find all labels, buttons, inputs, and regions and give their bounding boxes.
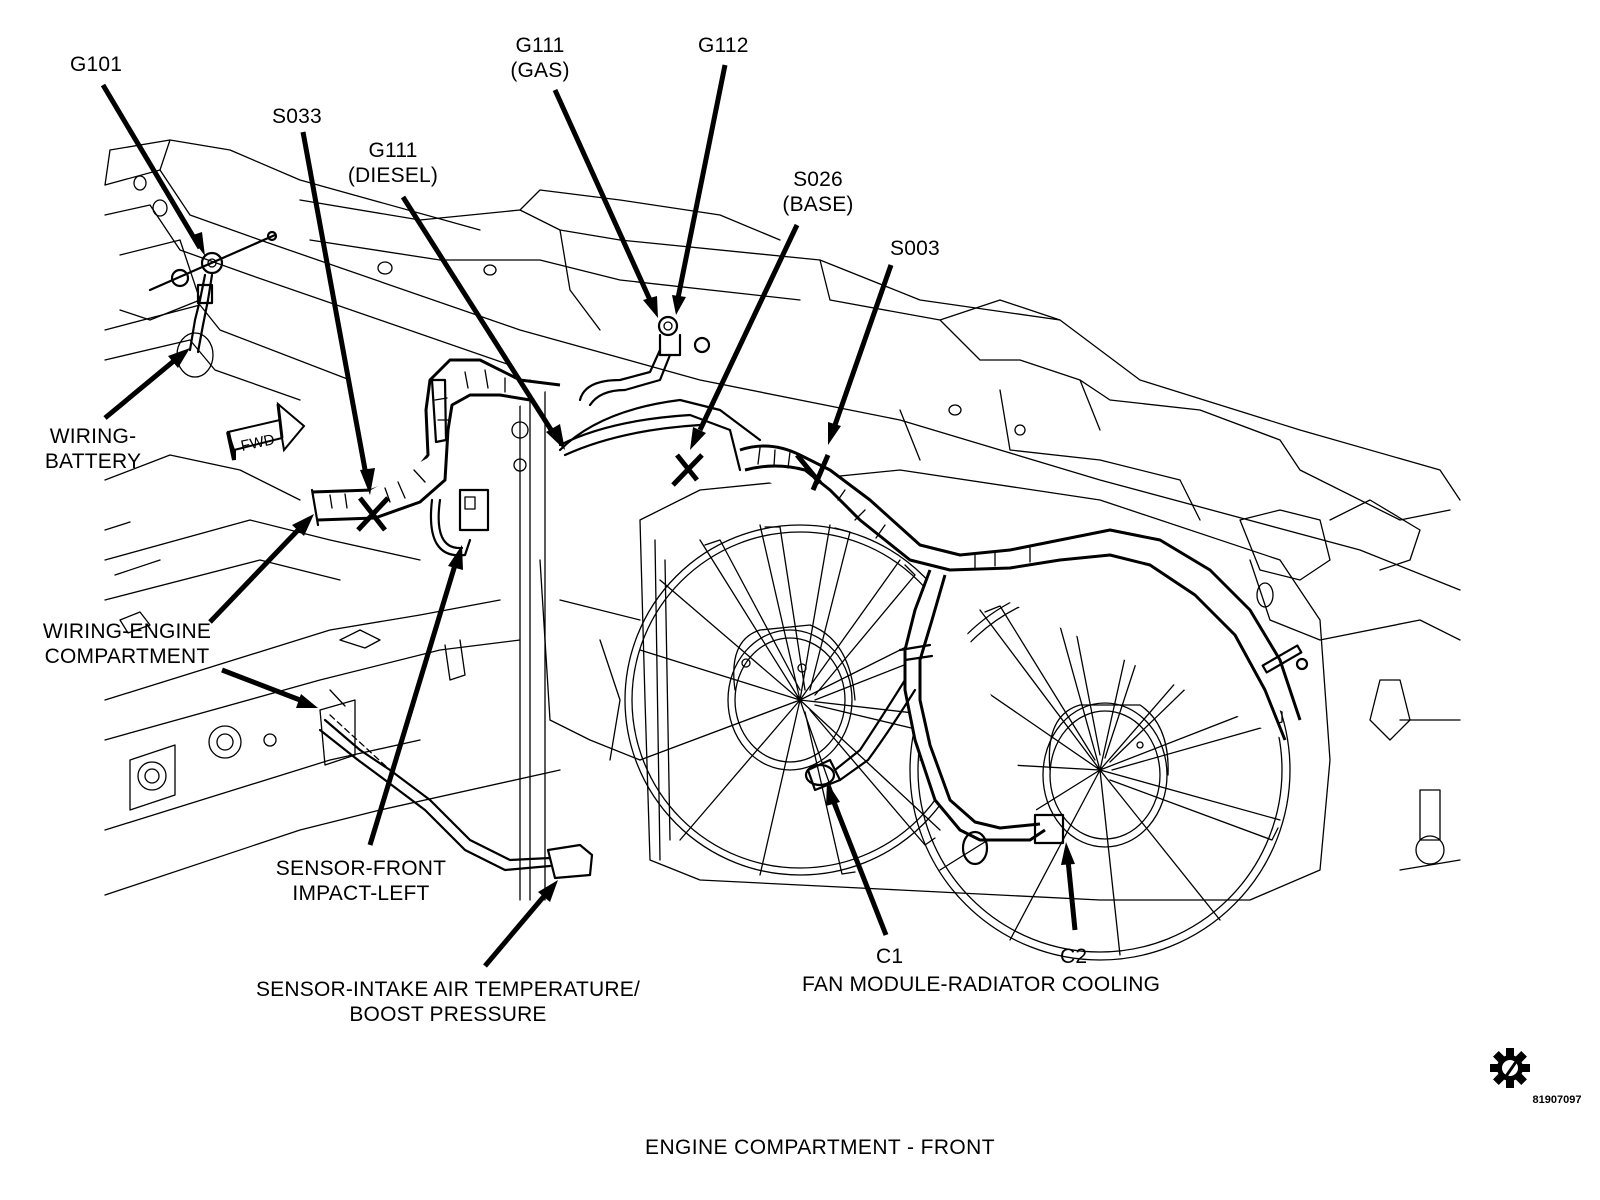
leader-c2-arrowhead: [1061, 842, 1075, 865]
label-fan-module: FAN MODULE-RADIATOR COOLING: [802, 972, 1160, 997]
figure-number: 81907097: [1532, 1094, 1582, 1106]
leader-g111-gas: [552, 88, 653, 302]
fwd-text: FWD: [239, 431, 276, 455]
label-c2-line1: C2: [1060, 945, 1088, 968]
leader-s026-arrowhead: [690, 427, 706, 450]
label-sensor-intake-line2: BOOST PRESSURE: [349, 1003, 547, 1026]
label-g111-diesel: G111 (DIESEL): [338, 138, 448, 188]
leader-s003: [832, 264, 894, 426]
leader-g111-gas-arrowhead: [643, 296, 658, 318]
label-wiring-battery-line2: BATTERY: [44, 450, 142, 473]
leader-s026: [697, 223, 800, 432]
splice-markers: [356, 453, 831, 532]
leader-g112: [675, 64, 728, 299]
leader-sensor-intake-air: [483, 893, 547, 968]
leader-sensor-intake-air-arrowhead: [538, 880, 558, 902]
label-wiring-engine-line2: COMPARTMENT: [44, 645, 210, 668]
label-g112-line1: G112: [698, 34, 749, 57]
label-s026-base: S026 (BASE): [778, 167, 858, 217]
label-sensor-intake-air: SENSOR-INTAKE AIR TEMPERATURE/ BOOST PRE…: [236, 977, 660, 1027]
leader-wiring-engine-arrowhead: [292, 514, 314, 536]
leader-wiring-battery-arrowhead: [168, 348, 190, 368]
leader-c2: [1065, 859, 1078, 931]
forward-direction-arrow: FWD: [226, 401, 306, 461]
leader-wiring-engine-2: [221, 667, 301, 703]
label-g111-gas: G111 (GAS): [505, 33, 575, 83]
leader-s033: [300, 131, 369, 476]
label-g101: G101: [70, 52, 122, 77]
leader-sensor-front-impact-arrowhead: [448, 545, 463, 570]
leader-s003-arrowhead: [828, 422, 841, 445]
label-sensor-intake-line1: SENSOR-INTAKE AIR TEMPERATURE/: [255, 978, 641, 1001]
wiring-engine-compartment-harness: [310, 315, 1309, 880]
label-sensor-front-line2: IMPACT-LEFT: [292, 882, 430, 905]
leader-wiring-battery: [103, 358, 177, 420]
splice-s033-marker: [356, 496, 390, 532]
label-g111-diesel-line1: G111: [368, 139, 418, 162]
leader-g101-arrowhead: [190, 232, 205, 256]
leader-g111-diesel-arrowhead: [546, 424, 565, 450]
leader-s033-arrowhead: [360, 468, 375, 495]
label-c2: C2: [1060, 944, 1087, 969]
label-sensor-front-line1: SENSOR-FRONT: [275, 857, 447, 880]
label-sensor-front-impact-left: SENSOR-FRONT IMPACT-LEFT: [268, 856, 454, 906]
label-s026-line2: (BASE): [782, 193, 854, 216]
leader-g112-arrowhead: [672, 295, 686, 315]
label-fan-module-line1: FAN MODULE-RADIATOR COOLING: [802, 973, 1161, 996]
leader-g111-diesel: [400, 195, 558, 438]
figure-caption: ENGINE COMPARTMENT - FRONT: [645, 1136, 995, 1159]
leader-sensor-front-impact: [367, 564, 458, 846]
label-wiring-battery: WIRING- BATTERY: [38, 424, 148, 474]
label-c1-line1: C1: [876, 945, 904, 968]
wiring-battery-ground: [148, 230, 278, 354]
label-c1: C1: [876, 944, 903, 969]
label-wiring-engine-compartment: WIRING-ENGINE COMPARTMENT: [34, 619, 220, 669]
leader-c1: [830, 799, 889, 936]
label-wiring-battery-line1: WIRING-: [49, 425, 137, 448]
gear-wrench-icon: [1490, 1048, 1530, 1088]
splice-s003-marker: [795, 453, 831, 491]
label-s026-line1: S026: [793, 168, 843, 191]
label-s003: S003: [890, 236, 940, 261]
leader-wiring-engine: [208, 526, 302, 624]
splice-s026-marker: [671, 453, 704, 487]
leader-wiring-engine-2-arrowhead: [296, 694, 318, 708]
label-s003-line1: S003: [890, 237, 940, 260]
label-g112: G112: [698, 33, 749, 58]
label-g101-line1: G101: [70, 53, 123, 76]
label-s033: S033: [272, 104, 322, 129]
label-g111-gas-line2: (GAS): [510, 59, 570, 82]
label-s033-line1: S033: [272, 105, 322, 128]
leader-g101: [100, 83, 203, 250]
label-g111-gas-line1: G111: [515, 34, 565, 57]
label-g111-diesel-line2: (DIESEL): [347, 164, 439, 187]
leader-lines: [100, 64, 1078, 968]
label-wiring-engine-line1: WIRING-ENGINE: [42, 620, 212, 643]
leader-c1-arrowhead: [826, 782, 840, 806]
